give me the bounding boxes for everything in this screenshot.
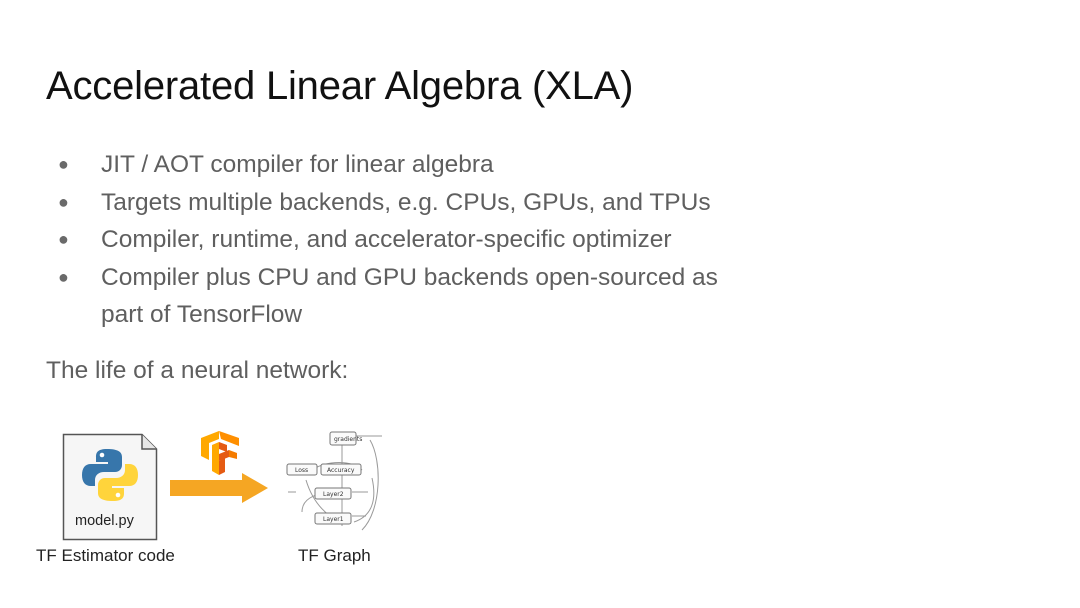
bullet-item: ● Compiler plus CPU and GPU backends open… (58, 259, 838, 334)
bullet-dot-icon: ● (58, 154, 69, 174)
graph-node-label: gradients (334, 436, 362, 443)
graph-node-label: Layer2 (323, 491, 344, 498)
bullet-text: Compiler plus CPU and GPU backends open-… (101, 263, 718, 329)
graph-node-label: Accuracy (327, 467, 355, 474)
bullet-dot-icon: ● (58, 229, 69, 249)
tf-graph-illustration: gradients Loss Accuracy Layer2 Layer1 (286, 431, 382, 531)
bullet-text: Targets multiple backends, e.g. CPUs, GP… (101, 188, 711, 216)
bullet-text: Compiler, runtime, and accelerator-speci… (101, 226, 672, 253)
bullet-dot-icon: ● (58, 266, 69, 287)
python-file-icon (62, 433, 158, 541)
slide-title: Accelerated Linear Algebra (XLA) (46, 64, 634, 108)
graph-node-label: Loss (295, 467, 308, 474)
pipeline-diagram: model.py (0, 420, 420, 580)
bullet-text: JIT / AOT compiler for linear algebra (101, 151, 494, 178)
estimator-caption: TF Estimator code (36, 546, 175, 565)
graph-caption: TF Graph (298, 546, 371, 565)
bullet-item: ● Targets multiple backends, e.g. CPUs, G… (58, 184, 838, 222)
tensorflow-logo-icon (201, 431, 239, 475)
subheading: The life of a neural network: (46, 357, 349, 384)
bullet-item: ● JIT / AOT compiler for linear algebra (58, 146, 838, 184)
file-name-label: model.py (75, 513, 134, 529)
bullet-item: ● Compiler, runtime, and accelerator-spec… (58, 221, 838, 259)
arrow-right-icon (170, 473, 268, 503)
bullet-list: ● JIT / AOT compiler for linear algebra ●… (58, 146, 838, 334)
bullet-dot-icon: ● (58, 191, 69, 212)
graph-node-label: Layer1 (323, 516, 344, 523)
